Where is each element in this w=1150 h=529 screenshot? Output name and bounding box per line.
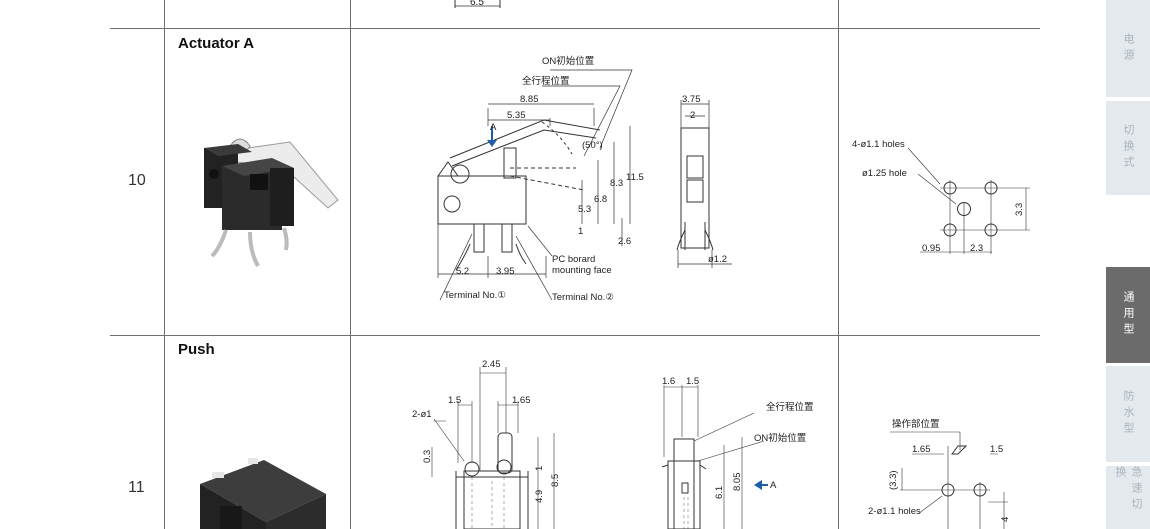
column-divider-1 <box>164 0 165 529</box>
dim-on-position: ON初始位置 <box>754 432 806 444</box>
dim-on-position: ON初始位置 <box>542 55 594 67</box>
pc-board-label: PC borard <box>552 254 595 265</box>
tab-label: 通用型 <box>1122 291 1135 339</box>
dim-arrow-a: A <box>770 480 777 491</box>
dim-11-5: 11.5 <box>626 172 644 183</box>
dim-6-8: 6.8 <box>594 194 607 205</box>
dim-6-1: 6.1 <box>714 486 725 499</box>
dimension-drawing-actuator-a: ON初始位置 全行程位置 8.85 5.35 A (50°) 5.3 6.8 8… <box>437 55 732 303</box>
row-number: 11 <box>128 479 145 496</box>
product-photo-push <box>200 458 326 529</box>
category-tabs: 电源 切换式 通用型 防水型 急速切换 <box>1106 0 1150 529</box>
product-photo-actuator-a <box>204 138 339 267</box>
dim-1-5b: 1.5 <box>686 376 699 387</box>
column-divider-2 <box>350 0 351 529</box>
pcb-dim-3-3: (3.3) <box>888 470 899 490</box>
dim-3-95: 3.95 <box>496 266 515 277</box>
pcb-center-hole: ø1.25 hole <box>862 168 907 179</box>
dim-full-travel: 全行程位置 <box>766 401 814 413</box>
dim-1: 1 <box>578 226 583 237</box>
dim-8-85: 8.85 <box>520 94 539 105</box>
column-divider-3 <box>838 0 839 529</box>
dimension-drawing-push: 2.45 1.5 1.65 2-ø1 0.3 1 8.5 4.9 1.6 1.5… <box>412 359 814 529</box>
dim-0-3: 0.3 <box>422 450 433 463</box>
dim-8-05: 8.05 <box>732 473 743 492</box>
dim-dia-1-2: ø1.2 <box>708 254 727 265</box>
tab-power[interactable]: 电源 <box>1106 0 1150 97</box>
tab-label: 切换式 <box>1122 124 1135 172</box>
dim-angle: (50°) <box>582 140 603 151</box>
dim-5-2: 5.2 <box>456 266 469 277</box>
dim-2-6: 2.6 <box>618 236 631 247</box>
dim-5-35: 5.35 <box>507 110 526 121</box>
row-divider-middle <box>110 335 1040 336</box>
pcb-4-holes: 4-ø1.1 holes <box>852 139 905 150</box>
dim-8-5: 8.5 <box>550 474 561 487</box>
terminal-1-label: Terminal No.① <box>444 290 506 301</box>
tab-switching[interactable]: 切换式 <box>1106 101 1150 195</box>
row-number: 10 <box>128 172 146 189</box>
tab-label: 电源 <box>1122 32 1135 65</box>
pcb-dim-4: 4 <box>1000 517 1011 522</box>
pcb-layout-push: 操作部位置 1.65 1.5 (3.3) 2-ø1.1 holes 4 <box>868 418 1011 529</box>
dim-1-5: 1.5 <box>448 395 461 406</box>
dim-2-45: 2.45 <box>482 359 501 370</box>
pcb-dim-1-65: 1.65 <box>912 444 931 455</box>
dim-1-65: 1.65 <box>512 395 531 406</box>
tab-label: 防水型 <box>1122 390 1135 438</box>
tab-snap-action[interactable]: 急速切换 <box>1106 466 1150 529</box>
previous-row-dimension: 6.5 <box>470 0 484 8</box>
dim-3-75: 3.75 <box>682 94 701 105</box>
previous-row-fragment: 6.5 <box>454 0 501 8</box>
dim-2-holes: 2-ø1 <box>412 409 432 420</box>
terminal-2-label: Terminal No.② <box>552 292 614 303</box>
dim-5-3: 5.3 <box>578 204 591 215</box>
pcb-layout-actuator-a: 4-ø1.1 holes ø1.25 hole 3.3 0.95 2.3 <box>852 139 1030 254</box>
pcb-dim-1-5: 1.5 <box>990 444 1003 455</box>
tab-general-purpose[interactable]: 通用型 <box>1106 267 1150 363</box>
tab-label: 急速切换 <box>1114 466 1143 514</box>
pcb-operating-position: 操作部位置 <box>892 418 940 430</box>
pcb-dim-0-95: 0.95 <box>922 243 941 254</box>
pcb-dim-2-3: 2.3 <box>970 243 983 254</box>
mounting-face-label: mounting face <box>552 265 612 276</box>
dim-1: 1 <box>534 466 545 471</box>
dim-full-travel: 全行程位置 <box>522 75 570 87</box>
row-title: Push <box>178 341 215 358</box>
row-divider-top <box>110 28 1040 29</box>
dim-1-6: 1.6 <box>662 376 675 387</box>
dim-4-9: 4.9 <box>534 490 545 503</box>
row-title: Actuator A <box>178 35 255 52</box>
pcb-dim-3-3: 3.3 <box>1014 203 1025 216</box>
dim-8-3: 8.3 <box>610 178 623 189</box>
pcb-2-holes: 2-ø1.1 holes <box>868 506 921 517</box>
dim-2: 2 <box>690 110 695 121</box>
tab-waterproof[interactable]: 防水型 <box>1106 366 1150 462</box>
dim-arrow-a: A <box>490 122 497 133</box>
